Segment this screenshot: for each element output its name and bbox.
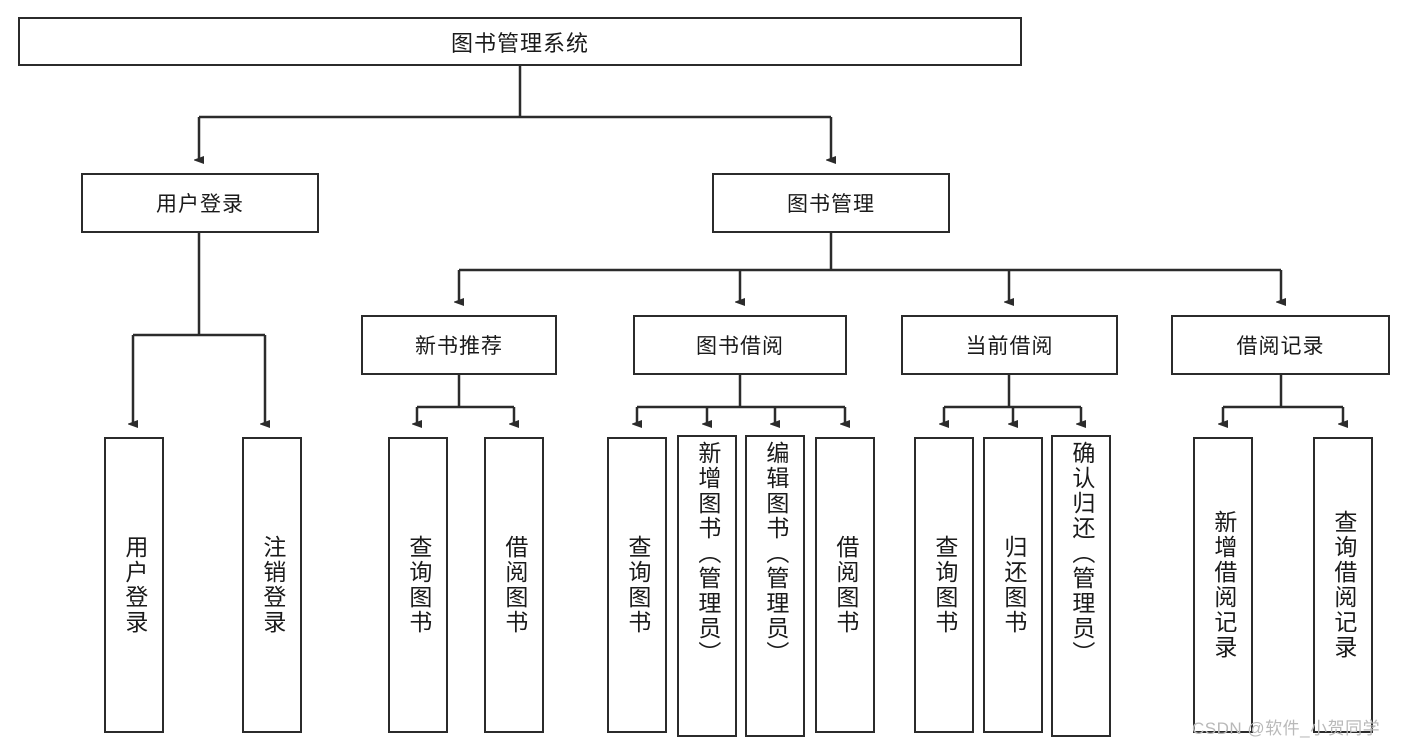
node-user-login[interactable]: 用户登录 — [81, 173, 319, 233]
node-book-management[interactable]: 图书管理 — [712, 173, 950, 233]
leaf-records-add-record[interactable]: 新增借阅记录 — [1193, 437, 1253, 733]
leaf-borrow-borrow-book[interactable]: 借阅图书 — [815, 437, 875, 733]
leaf-user-login-signin[interactable]: 用户登录 — [104, 437, 164, 733]
node-root-system[interactable]: 图书管理系统 — [18, 17, 1022, 66]
leaf-current-confirm-return-admin[interactable]: 确认归还（管理员） — [1051, 435, 1111, 737]
leaf-user-login-signout[interactable]: 注销登录 — [242, 437, 302, 733]
leaf-recommend-query-book[interactable]: 查询图书 — [388, 437, 448, 733]
leaf-records-query-record[interactable]: 查询借阅记录 — [1313, 437, 1373, 733]
leaf-current-return-book[interactable]: 归还图书 — [983, 437, 1043, 733]
leaf-borrow-edit-book-admin[interactable]: 编辑图书（管理员） — [745, 435, 805, 737]
leaf-current-query-book[interactable]: 查询图书 — [914, 437, 974, 733]
leaf-borrow-add-book-admin[interactable]: 新增图书（管理员） — [677, 435, 737, 737]
leaf-recommend-borrow-book[interactable]: 借阅图书 — [484, 437, 544, 733]
node-book-borrow[interactable]: 图书借阅 — [633, 315, 847, 375]
node-borrow-records[interactable]: 借阅记录 — [1171, 315, 1390, 375]
leaf-borrow-query-book[interactable]: 查询图书 — [607, 437, 667, 733]
node-current-borrow[interactable]: 当前借阅 — [901, 315, 1118, 375]
watermark-text: CSDN @软件_小贺同学 — [1192, 719, 1381, 738]
node-new-book-recommend[interactable]: 新书推荐 — [361, 315, 557, 375]
